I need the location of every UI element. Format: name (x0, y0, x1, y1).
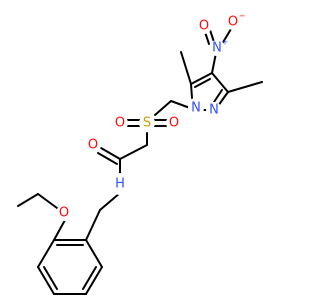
atom-o-nitro-minus: O − (225, 12, 246, 30)
bond-c3-methyl (227, 81, 263, 93)
bonds (17, 28, 263, 295)
atom-n1-pyrazole: N (188, 100, 204, 116)
bond-ring-o (53, 219, 66, 241)
atom-label: O (199, 19, 209, 34)
atoms: O − N + O N N (56, 12, 246, 221)
atom-label: O (88, 138, 98, 153)
bond-n1-ch2 (170, 100, 191, 109)
atom-label: N (191, 101, 201, 116)
atom-label: S (143, 116, 151, 131)
bond-c4-nitro-n (211, 52, 217, 74)
bond-c5-methyl (180, 51, 192, 85)
molecule-structure: O − N + O N N (17, 12, 263, 295)
atom-label: N (209, 103, 219, 118)
atom-s-sulfonyl: S (139, 115, 155, 131)
bond-c5-n1 (190, 83, 193, 99)
atom-charge: − (239, 12, 246, 21)
bond-c-o-b (97, 152, 118, 165)
bond-n-o-double-a (204, 31, 210, 45)
atom-n-amide: H (109, 173, 131, 195)
atom-n-nitro: N + (209, 38, 229, 56)
bond-o-ch2 (37, 193, 58, 209)
atom-o-nitro-double: O (196, 18, 212, 34)
bond-c-o-a (100, 147, 121, 160)
atom-o-ether: O (56, 205, 72, 221)
bond-ring-3 (37, 266, 55, 295)
bond-ring-5 (85, 266, 103, 295)
bond-ring-6 (85, 239, 103, 268)
bond-n-o-minus (221, 28, 232, 45)
atom-o-sulfonyl-left: O (112, 115, 128, 131)
bond-c4-c5 (190, 72, 213, 85)
bond-ring-3-inner (43, 266, 58, 290)
atom-charge: + (222, 38, 229, 47)
atom-n2-pyrazole: N (206, 102, 222, 118)
atom-label: N (212, 41, 222, 56)
bond-c4-c5-inner (194, 78, 211, 88)
bond-nh-ch2 (99, 192, 121, 211)
molecule-canvas: O − N + O N N (17, 12, 263, 295)
atom-label: O (169, 116, 179, 131)
atom-label: O (115, 116, 125, 131)
atom-o-sulfonyl-right: O (166, 115, 182, 131)
bond-ring-5-inner (82, 266, 97, 290)
bond-ch2-s (154, 100, 172, 116)
bond-ch2-ch3 (17, 193, 39, 207)
bond-ch2-ring (85, 209, 101, 241)
bond-ch2-carbonyl (119, 144, 148, 160)
bond-c3-n2-inner (213, 89, 223, 103)
bond-c3-n2 (217, 91, 229, 107)
atom-label: H (115, 177, 125, 192)
bond-n-o-double-b (209, 29, 215, 43)
bond-ring-2 (37, 239, 55, 268)
atom-label: O (59, 206, 69, 221)
bond-c4-c3 (211, 72, 229, 93)
atom-label: O (228, 15, 238, 30)
atom-o-carbonyl: O (85, 137, 101, 153)
